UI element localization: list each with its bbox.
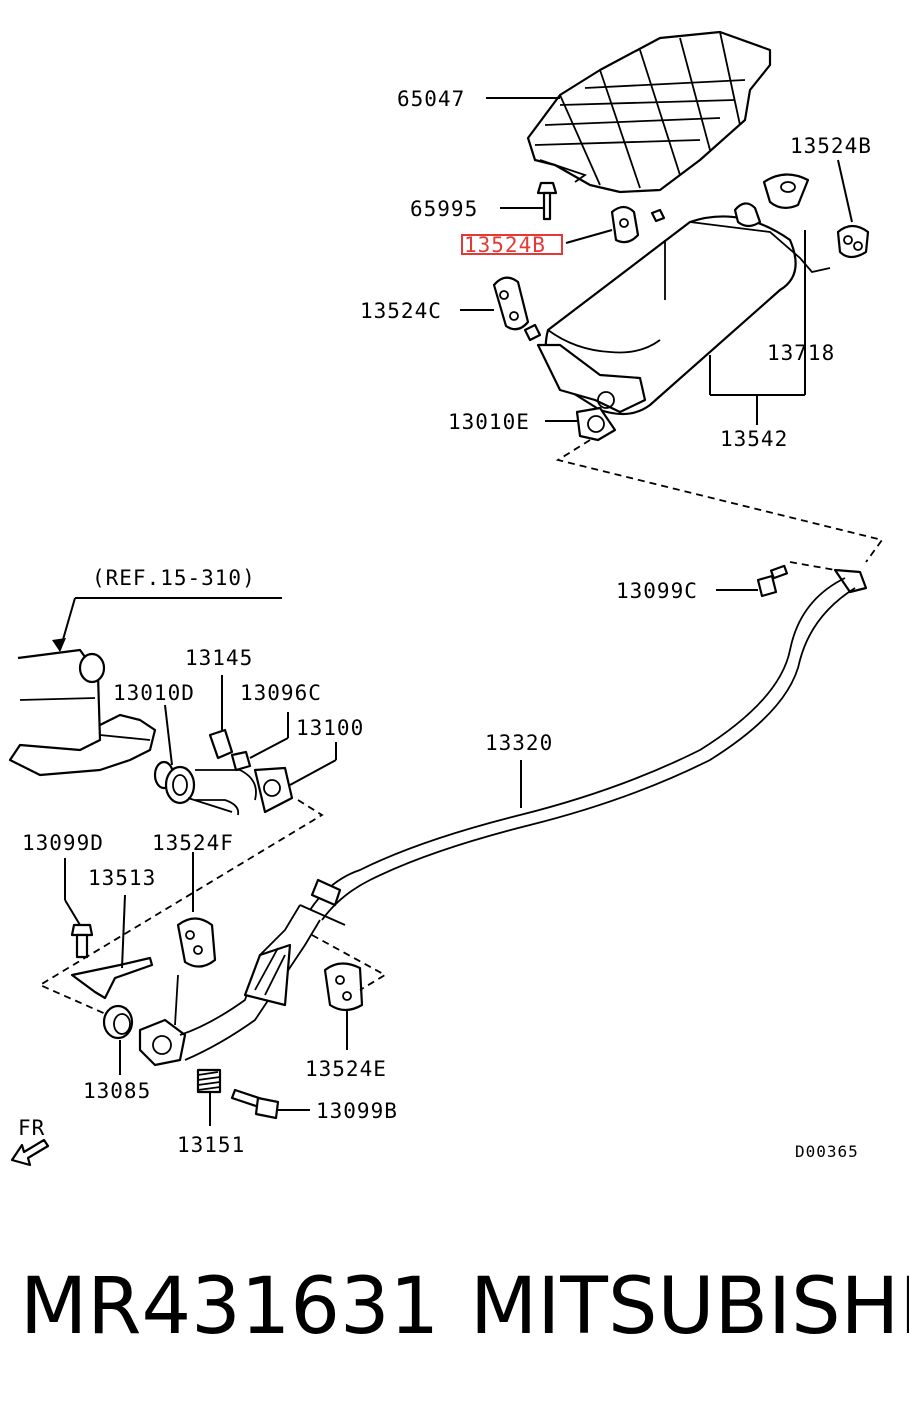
label-13099d: 13099D	[22, 831, 104, 855]
exhaust-parts-diagram: 65047 65995 13524B 13524C 13542 13718	[8, 30, 884, 1167]
dashed-connector-13524e	[311, 934, 387, 991]
heat-shield-65047	[526, 30, 772, 194]
bracket-13145	[208, 728, 234, 760]
bolt-13099c	[756, 564, 789, 598]
spring-13151	[196, 1068, 222, 1094]
gasket-13010d	[153, 760, 196, 805]
part-footer: MR431631 MITSUBISHI	[0, 1262, 909, 1382]
dashed-connector-13099c	[789, 561, 836, 571]
bolt-13099b	[230, 1088, 280, 1120]
label-ref-15-310: (REF.15-310)	[92, 566, 256, 590]
bracket-13513	[70, 956, 154, 1000]
leader-13524b-highlight	[565, 229, 613, 244]
label-13524b-highlighted: 13524B	[464, 233, 546, 257]
front-direction-arrow-icon	[10, 1138, 50, 1167]
center-pipe-13320	[299, 568, 868, 926]
label-13099c: 13099C	[616, 579, 698, 603]
label-13151: 13151	[177, 1133, 245, 1157]
label-13145: 13145	[185, 646, 253, 670]
label-13718: 13718	[767, 341, 835, 365]
leader-13524b-top	[837, 159, 853, 223]
ref-arrow-head	[52, 638, 66, 652]
front-exhaust-pipe	[138, 904, 321, 1067]
label-13010d: 13010D	[113, 681, 195, 705]
dashed-connector-front	[38, 799, 324, 1016]
label-13524c: 13524C	[360, 299, 442, 323]
main-muffler-13542	[523, 202, 831, 416]
hanger-rubber-13524b	[610, 205, 640, 244]
label-13524f: 13524F	[152, 831, 234, 855]
seal-ring-13085	[102, 1004, 134, 1040]
bolt-65995	[536, 181, 558, 221]
label-13085: 13085	[83, 1079, 151, 1103]
leader-13513	[121, 894, 126, 969]
label-13099b: 13099B	[316, 1099, 398, 1123]
leader-13096c	[249, 737, 289, 759]
gasket-13010e	[575, 406, 617, 442]
hanger-rubber-13524c	[492, 276, 530, 331]
label-13100: 13100	[296, 716, 364, 740]
label-65995: 65995	[410, 197, 478, 221]
hanger-rubber-13524f	[176, 917, 217, 968]
label-13096c: 13096C	[240, 681, 322, 705]
front-pipe-13100	[187, 766, 294, 816]
part-number: MR431631	[20, 1262, 440, 1352]
leader-13099d	[64, 899, 81, 926]
leader-13010d	[164, 704, 173, 766]
brand-name: MITSUBISHI	[470, 1262, 909, 1352]
bolt-13099d	[70, 923, 94, 959]
nut-13096c	[230, 750, 252, 772]
label-13010e: 13010E	[448, 410, 530, 434]
label-fr: FR	[18, 1116, 45, 1140]
diagram-code: D00365	[795, 1142, 859, 1161]
label-13320: 13320	[485, 731, 553, 755]
label-65047: 65047	[397, 87, 465, 111]
highlight-box	[461, 234, 563, 255]
diagram-canvas: 65047 65995 13524B 13524C 13542 13718	[8, 30, 884, 1167]
hanger-rubber-13524e	[323, 962, 364, 1012]
label-13524e: 13524E	[305, 1057, 387, 1081]
hanger-rubber-13524b-rear-lower	[836, 224, 870, 259]
leader-13100	[289, 759, 337, 786]
label-13513: 13513	[88, 866, 156, 890]
hanger-rubber-13524b-rear-upper	[762, 173, 810, 209]
label-13524b-top: 13524B	[790, 134, 872, 158]
label-13542: 13542	[720, 427, 788, 451]
catalytic-converter-ref	[8, 648, 157, 777]
dashed-connector-upper	[555, 439, 884, 563]
